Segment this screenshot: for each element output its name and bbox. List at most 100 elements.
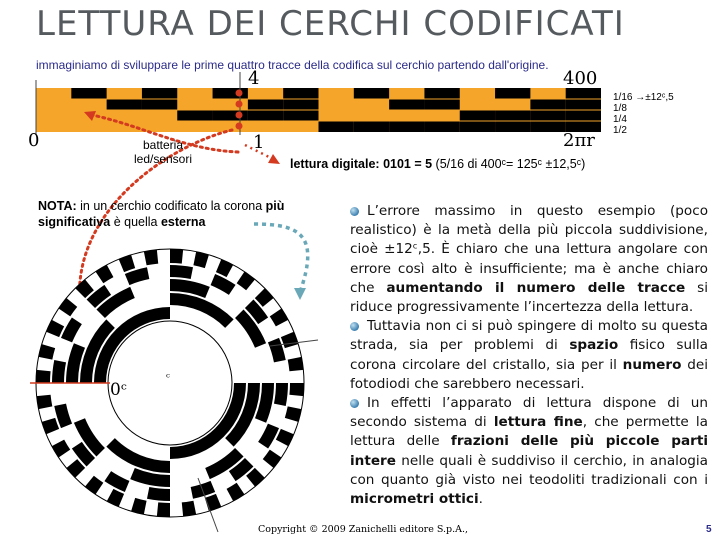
circle-code-segment — [244, 299, 269, 325]
code-cell — [71, 88, 107, 99]
circle-code-segment — [170, 249, 184, 264]
paragraph-limits: Tuttavia non ci si può spingere di molto… — [350, 318, 709, 392]
track-label: 1/8 — [613, 103, 627, 114]
circle-code-segment — [156, 502, 170, 517]
track-label: 1/4 — [613, 114, 627, 125]
arrow-note-to-circle — [253, 222, 310, 293]
circle-code-segment — [94, 307, 170, 383]
code-cell — [565, 99, 601, 110]
code-cell — [530, 121, 566, 132]
bullet-icon — [350, 321, 359, 331]
track-label: 1/2 — [613, 125, 627, 136]
circle-code-segment — [52, 359, 67, 383]
circle-code-segment — [226, 482, 245, 502]
circle-tick-bottom — [197, 477, 219, 533]
sensor-dots — [235, 89, 243, 130]
code-cell — [424, 121, 460, 132]
code-cell — [353, 88, 390, 99]
circle-code-segment — [124, 267, 150, 286]
code-cell — [389, 99, 425, 110]
strip-label-4: 4 — [248, 68, 260, 89]
circle-code-segment — [104, 471, 130, 493]
circle-label-zero: 0ᶜ — [110, 380, 127, 400]
strip-label-400: 400 — [563, 68, 598, 89]
circle-code-segment — [66, 343, 86, 383]
note-box: NOTA: in un cerchio codificato la corona… — [38, 199, 285, 229]
circle-code-segment — [287, 356, 304, 372]
code-cell — [530, 99, 566, 110]
circle-code-segment — [170, 293, 234, 328]
code-cell — [459, 121, 496, 132]
code-strip-cells — [36, 88, 601, 132]
circle-code-segment — [181, 500, 197, 517]
circle-code-segment — [71, 441, 96, 467]
arrow-head-icon — [294, 288, 306, 300]
code-cell — [318, 121, 354, 132]
circle-code-segment — [269, 308, 289, 327]
paragraph-fine-reading: In effetti l’apparato di lettura dispone… — [350, 395, 709, 508]
circle-code-segment — [36, 394, 53, 410]
bullet-icon — [350, 398, 359, 408]
circle-code-segment — [273, 383, 288, 407]
code-cell — [283, 110, 319, 121]
circle-code-segment — [60, 317, 82, 343]
code-cell — [459, 110, 496, 121]
slide-subtitle: immaginiamo di sviluppare le prime quatt… — [36, 58, 549, 72]
code-cell — [106, 99, 142, 110]
circle-code-segment — [289, 383, 304, 397]
circle-code-segment — [235, 309, 267, 348]
digital-reading: lettura digitale: 0101 = 5 (5/16 di 400ᶜ… — [290, 157, 585, 171]
code-cell — [247, 110, 284, 121]
circle-code-segment — [84, 475, 104, 495]
circle-code-segment — [215, 259, 234, 278]
circle-code-segment — [80, 319, 115, 383]
circle-code-segment — [254, 288, 274, 307]
copyright-footer: Copyright © 2009 Zanichelli editore S.p.… — [258, 524, 469, 535]
paragraph-error: L’errore massimo in questo esempio (poco… — [350, 203, 709, 316]
circle-code-segment — [267, 337, 286, 363]
code-cell — [424, 88, 460, 99]
circle-code-segment — [46, 319, 65, 338]
circle-code-segment — [130, 467, 170, 487]
body-text: L’errore massimo in questo esempio (poco… — [350, 202, 708, 509]
circle-code-segment — [170, 383, 246, 459]
code-cell — [565, 110, 601, 121]
strip-label-1: 1 — [253, 132, 265, 153]
circle-code-segment — [170, 279, 210, 299]
digital-reading-value: lettura digitale: 0101 = 5 — [290, 157, 433, 171]
code-cell — [247, 99, 284, 110]
circle-code-segment — [254, 383, 274, 423]
code-cell — [141, 88, 178, 99]
circle-code-segment — [95, 264, 114, 284]
code-cell — [495, 121, 531, 132]
circle-code-segment — [38, 344, 56, 360]
circle-code-segment — [36, 369, 51, 383]
circle-code-segment — [58, 297, 78, 317]
code-cell — [424, 99, 460, 110]
digital-reading-detail: (5/16 di 400ᶜ= 125ᶜ ±12,5ᶜ) — [432, 157, 586, 171]
arrow-head-icon — [268, 154, 280, 164]
circle-code-segment — [225, 383, 261, 447]
circle-code-segment — [66, 459, 86, 478]
circle-code-segment — [146, 486, 170, 501]
circle-code-segment — [210, 273, 236, 295]
circle-code-segment — [236, 271, 256, 291]
circle-code-segment — [246, 467, 265, 487]
circle-code-segment — [262, 449, 282, 469]
circle-code-segment — [118, 254, 136, 273]
circle-code-segment — [131, 497, 147, 515]
arrow-head-icon — [84, 111, 96, 121]
code-cell — [565, 88, 601, 99]
circle-code-segment — [86, 284, 112, 309]
circle-code-segment — [275, 428, 294, 447]
bullet-icon — [350, 206, 359, 216]
arrow-sensor-to-strip — [90, 113, 240, 154]
circle-code-segment — [193, 251, 209, 269]
code-cell — [212, 88, 248, 99]
circle-code-segment — [106, 488, 125, 507]
circle-tick-right — [269, 339, 319, 347]
code-cell — [177, 110, 213, 121]
track-labels: 1/16 →±12ᶜ,5 1/8 1/4 1/2 — [613, 92, 674, 136]
circle-code-segment — [106, 438, 170, 473]
